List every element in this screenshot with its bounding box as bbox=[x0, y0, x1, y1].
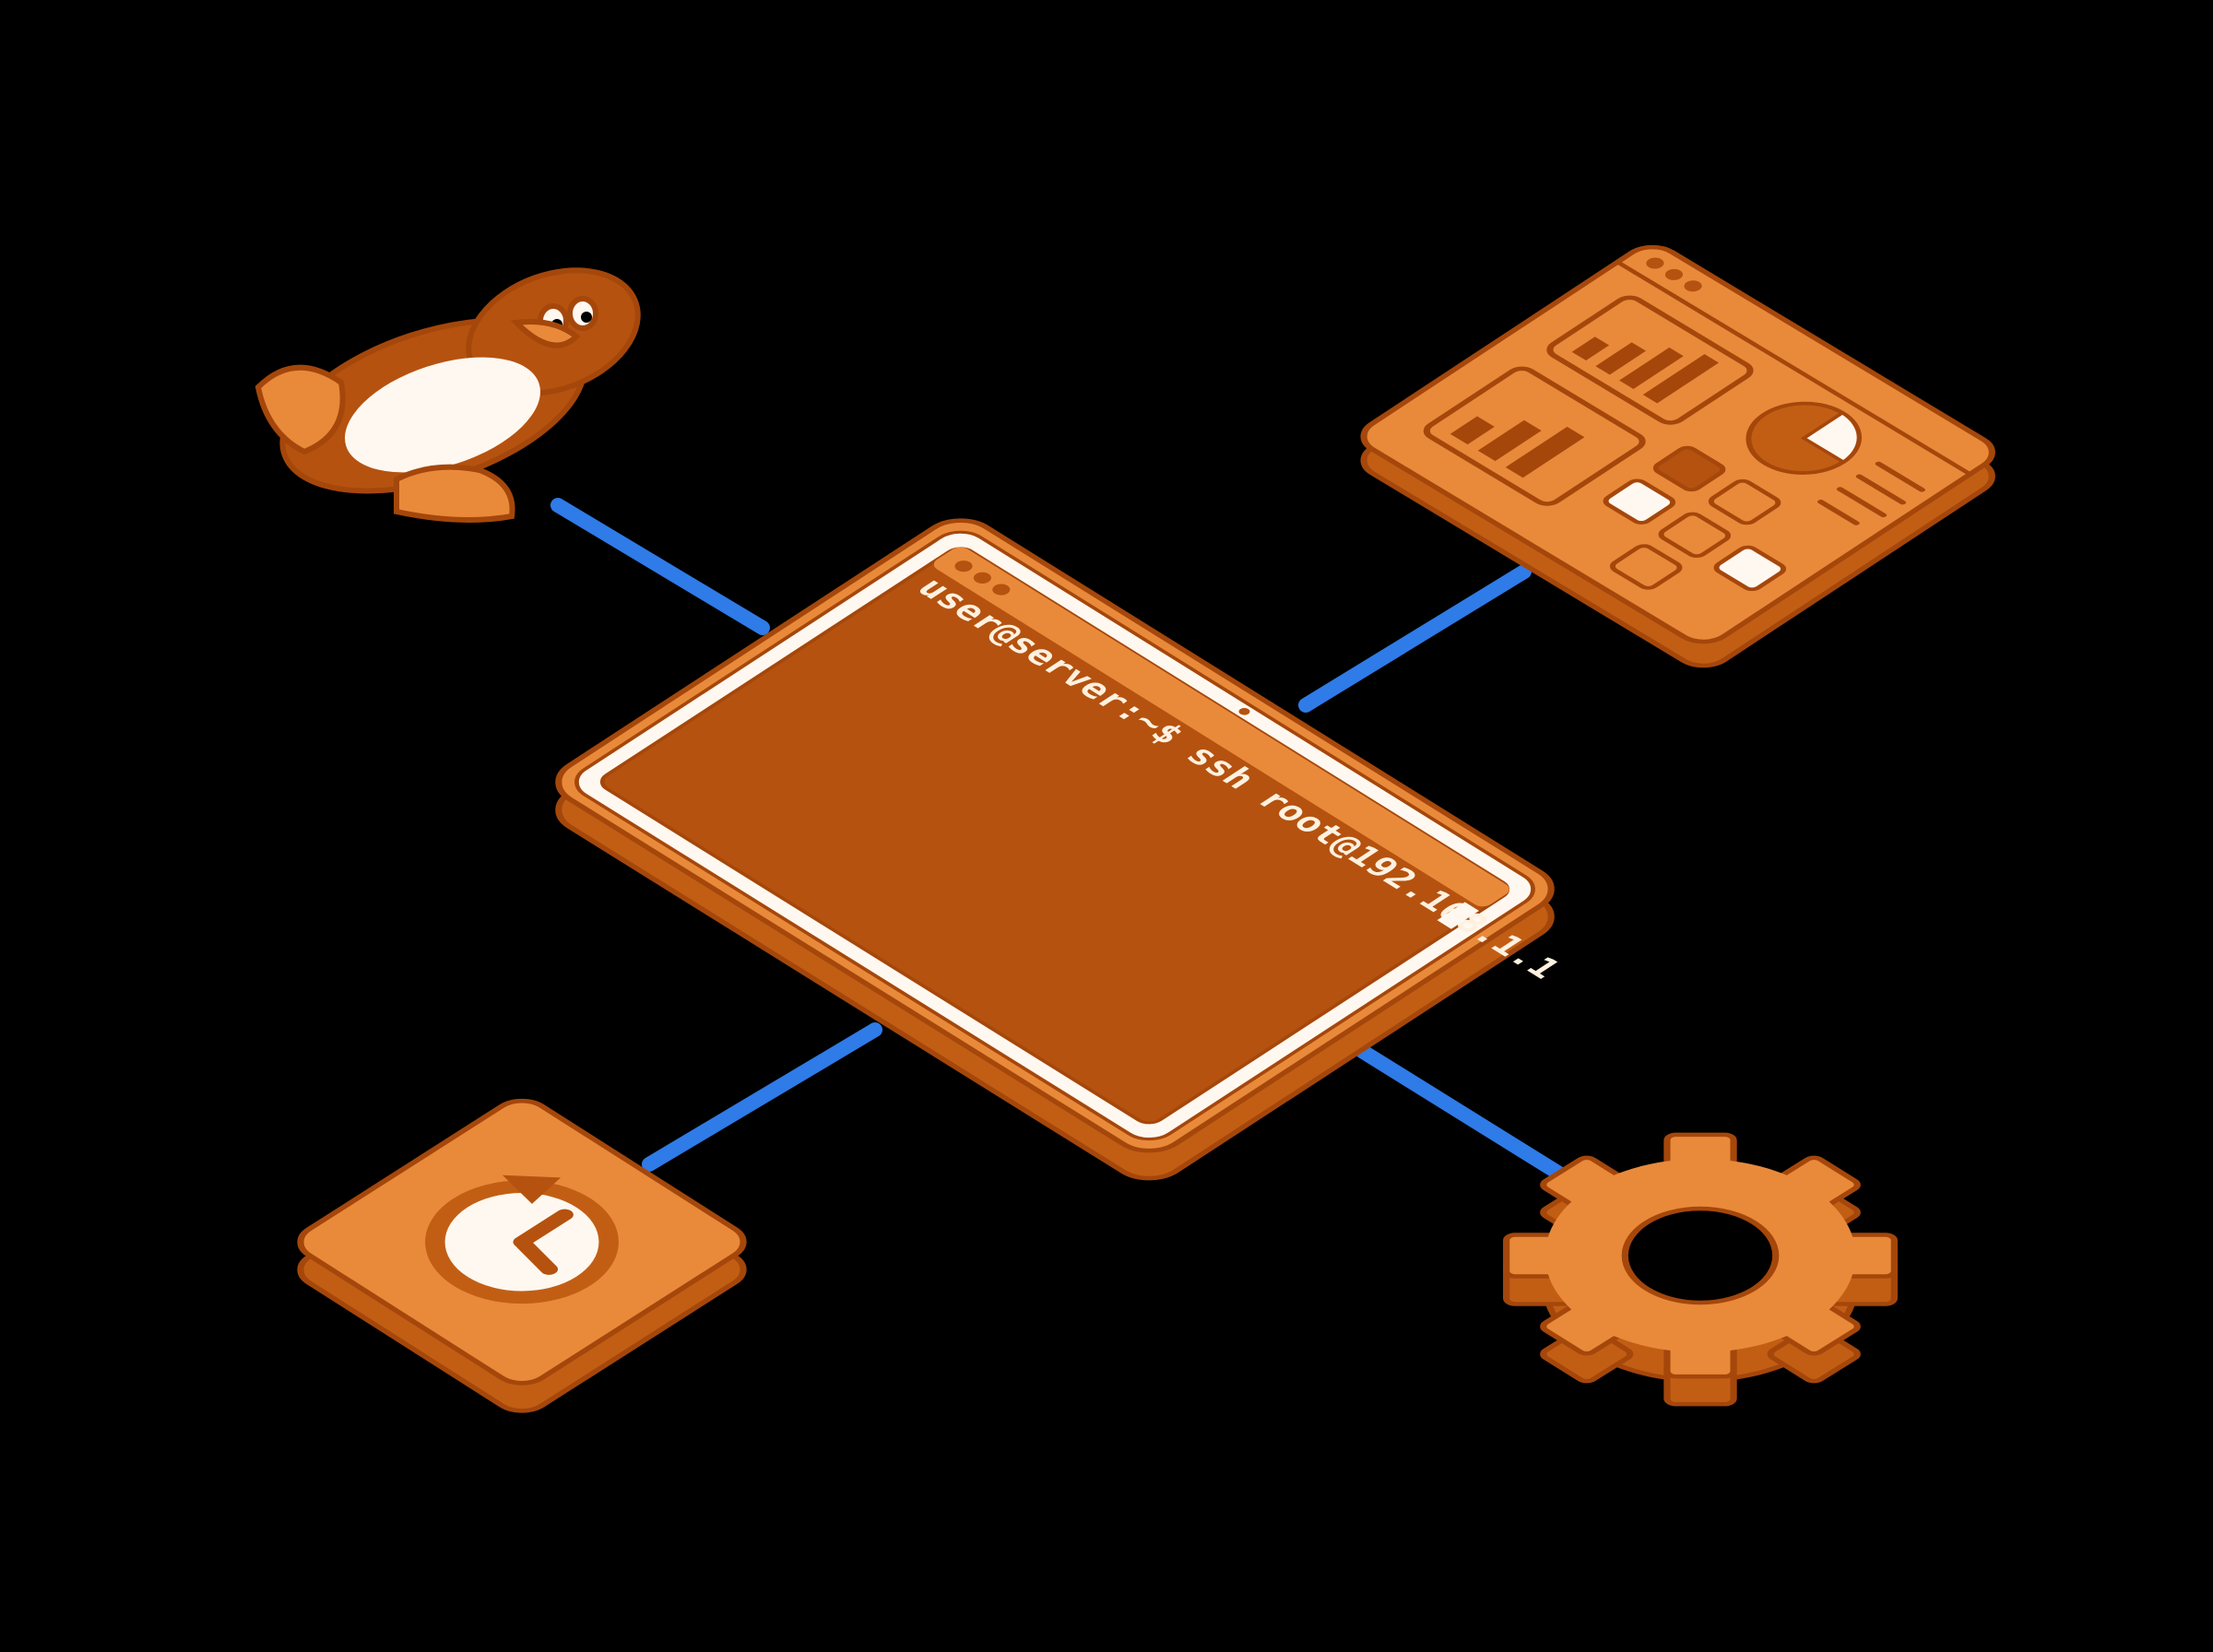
connector-gear bbox=[1355, 1044, 1574, 1186]
block-cursor bbox=[1437, 902, 1479, 929]
list-lines bbox=[1817, 461, 1925, 525]
window-dot bbox=[954, 560, 973, 572]
terminal-titlebar bbox=[933, 547, 1509, 907]
penguin-beak bbox=[510, 319, 581, 348]
connector-clock bbox=[642, 1022, 882, 1172]
gear-hole bbox=[1621, 1206, 1780, 1305]
bar-chart-widget bbox=[1423, 366, 1646, 506]
clock-hands bbox=[513, 1209, 574, 1275]
gear-icon bbox=[1503, 1132, 1898, 1407]
linux-penguin-icon bbox=[254, 267, 641, 523]
connector-penguin bbox=[550, 498, 770, 635]
bar-chart-widget bbox=[1546, 295, 1754, 425]
penguin-belly bbox=[345, 357, 540, 473]
camera-dot bbox=[1238, 708, 1250, 715]
dashboard-icon bbox=[1360, 244, 1995, 668]
connector-dashboard bbox=[1298, 564, 1532, 713]
clock-history-icon bbox=[297, 1098, 747, 1413]
tablet-terminal: user@server:~$ ssh root@192.168.1.1 bbox=[555, 518, 1569, 1181]
history-arrow bbox=[502, 1174, 562, 1204]
pie-chart-widget bbox=[1746, 401, 1863, 475]
window-dot bbox=[992, 584, 1011, 596]
penguin-feet bbox=[394, 464, 515, 523]
penguin-flipper bbox=[254, 364, 346, 455]
connectors bbox=[550, 498, 1574, 1186]
window-dot bbox=[973, 572, 991, 584]
tile-grid bbox=[1603, 445, 1787, 592]
